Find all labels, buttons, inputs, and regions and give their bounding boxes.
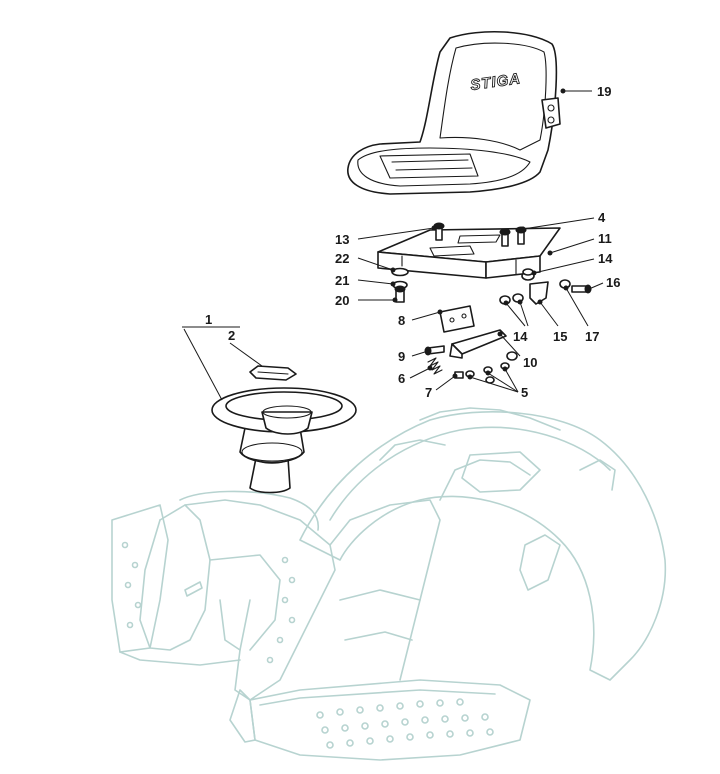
callout-13: 13: [335, 232, 349, 247]
callout-8: 8: [398, 313, 405, 328]
callout-14-lower: 14: [513, 329, 528, 344]
callout-10: 10: [523, 355, 537, 370]
callout-1: 1: [205, 312, 212, 327]
callout-2: 2: [228, 328, 235, 343]
callout-20: 20: [335, 293, 349, 308]
callout-6: 6: [398, 371, 405, 386]
callout-5: 5: [521, 385, 528, 400]
hardware-parts: [391, 267, 592, 384]
callout-21: 21: [335, 273, 349, 288]
steering-assembly: [211, 365, 357, 494]
seat: STIGA: [347, 31, 561, 195]
callout-15: 15: [553, 329, 567, 344]
callout-11: 11: [598, 231, 612, 246]
callout-9: 9: [398, 349, 405, 364]
callout-7: 7: [425, 385, 432, 400]
callout-labels: 19 13 4 11 22 21 20 14 16 14 15 17 8 10 …: [205, 84, 620, 400]
callout-4: 4: [598, 210, 606, 225]
callout-17: 17: [585, 329, 599, 344]
leader-lines: [182, 88, 604, 401]
tractor-body-ghost: [111, 407, 667, 761]
callout-19: 19: [597, 84, 611, 99]
callout-14-top: 14: [598, 251, 613, 266]
callout-16: 16: [606, 275, 620, 290]
callout-22: 22: [335, 251, 349, 266]
